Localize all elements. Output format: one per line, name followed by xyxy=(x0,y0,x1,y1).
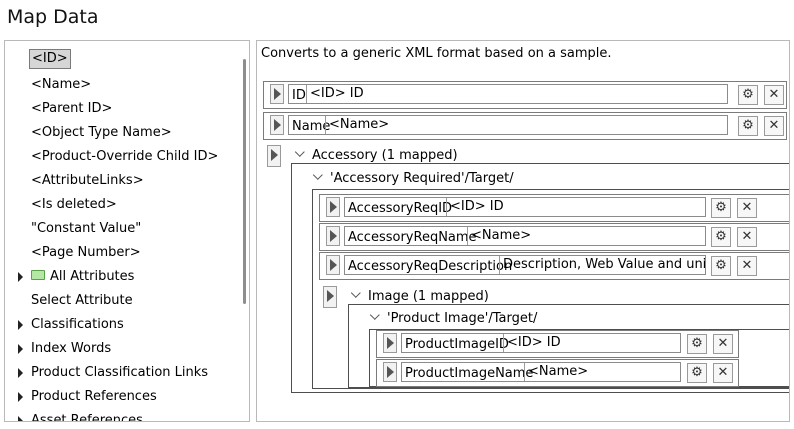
tree-item-product-references[interactable]: Product References xyxy=(31,389,157,404)
mapping-value-input[interactable]: <Name> xyxy=(467,227,705,245)
field-label: AccessoryReqDescription xyxy=(348,259,513,274)
mapping-panel: Converts to a generic XML format based o… xyxy=(256,40,790,422)
tree-item-attribute-links[interactable]: <AttributeLinks> xyxy=(31,173,144,188)
tree-item-product-classification-links[interactable]: Product Classification Links xyxy=(31,365,209,380)
mapping-value-input[interactable]: <Name> xyxy=(325,116,727,134)
map-source-icon[interactable]: ⚙ xyxy=(711,198,731,218)
chevron-down-icon[interactable] xyxy=(350,288,361,298)
map-source-icon[interactable]: ⚙ xyxy=(687,363,707,383)
mapping-row-accessory-req-id: AccessoryReqID <ID> ID ⚙ ✕ xyxy=(319,194,789,222)
mapping-row-accessory-req-name: AccessoryReqName <Name> ⚙ ✕ xyxy=(319,223,789,251)
field-label: AccessoryReqID xyxy=(348,201,453,216)
tree-item-constant-value[interactable]: "Constant Value" xyxy=(31,221,142,236)
tree-item-classifications[interactable]: Classifications xyxy=(31,317,124,332)
tree-item-product-override-child-id[interactable]: <Product-Override Child ID> xyxy=(31,149,219,164)
expand-classifications-icon[interactable] xyxy=(18,320,23,330)
remove-icon[interactable]: ✕ xyxy=(713,363,733,383)
chevron-down-icon[interactable] xyxy=(294,147,305,157)
image-group: 'Product Image'/Target/ ProductImageID <… xyxy=(348,304,789,388)
remove-icon[interactable]: ✕ xyxy=(737,256,757,276)
group-header-accessory-target[interactable]: 'Accessory Required'/Target/ xyxy=(312,170,514,188)
map-source-icon[interactable]: ⚙ xyxy=(711,227,731,247)
mapping-field: ProductImageName <Name> xyxy=(401,362,681,382)
mapping-value-input[interactable]: <ID> ID xyxy=(446,198,705,216)
chevron-down-icon[interactable] xyxy=(312,170,323,180)
tree-item-id[interactable]: <ID> xyxy=(29,49,71,69)
remove-icon[interactable]: ✕ xyxy=(713,334,733,354)
expand-product-references-icon[interactable] xyxy=(18,392,23,402)
accessory-target-group: AccessoryReqID <ID> ID ⚙ ✕ AccessoryReqN… xyxy=(312,189,789,389)
play-icon[interactable] xyxy=(383,362,397,382)
source-tree-panel[interactable]: <ID> <Name> <Parent ID> <Object Type Nam… xyxy=(4,40,250,422)
field-label: ProductImageName xyxy=(405,366,534,381)
mapping-field: ID <ID> ID xyxy=(288,84,728,104)
map-source-icon[interactable]: ⚙ xyxy=(687,334,707,354)
tree-item-asset-references[interactable]: Asset References xyxy=(31,413,143,422)
field-label: AccessoryReqName xyxy=(348,230,477,245)
tree-item-page-number[interactable]: <Page Number> xyxy=(31,245,141,260)
tree-item-object-type-name[interactable]: <Object Type Name> xyxy=(31,125,172,140)
play-icon[interactable] xyxy=(323,286,337,308)
group-title: Accessory (1 mapped) xyxy=(312,148,458,163)
remove-icon[interactable]: ✕ xyxy=(737,198,757,218)
field-label: ID xyxy=(292,88,306,103)
tree-item-parent-id[interactable]: <Parent ID> xyxy=(31,101,113,116)
mapping-row-accessory-req-description: AccessoryReqDescription Description, Web… xyxy=(319,252,789,280)
tree-item-all-attributes[interactable]: All Attributes xyxy=(50,269,135,284)
tree-scrollbar[interactable] xyxy=(243,59,246,304)
group-title: 'Accessory Required'/Target/ xyxy=(330,171,514,186)
mapping-field: Name <Name> xyxy=(288,115,728,135)
accessory-group: 'Accessory Required'/Target/ AccessoryRe… xyxy=(291,163,789,393)
remove-icon[interactable]: ✕ xyxy=(737,227,757,247)
mapping-field: AccessoryReqDescription Description, Web… xyxy=(344,255,706,275)
play-icon[interactable] xyxy=(270,115,284,135)
remove-icon[interactable]: ✕ xyxy=(764,116,784,136)
mapping-row-id: ID <ID> ID ⚙ ✕ xyxy=(263,81,787,109)
tree-item-select-attribute[interactable]: Select Attribute xyxy=(31,293,133,308)
group-header-image[interactable]: Image (1 mapped) xyxy=(350,288,489,306)
play-icon[interactable] xyxy=(326,197,340,217)
tree-item-index-words[interactable]: Index Words xyxy=(31,341,112,356)
expand-all-attributes-icon[interactable] xyxy=(18,272,23,282)
map-source-icon[interactable]: ⚙ xyxy=(738,85,758,105)
mapping-value-input[interactable]: <Name> xyxy=(524,363,680,381)
play-icon[interactable] xyxy=(267,145,281,167)
mapping-field: AccessoryReqName <Name> xyxy=(344,226,706,246)
expand-product-classification-links-icon[interactable] xyxy=(18,368,23,378)
field-label: ProductImageID xyxy=(405,337,509,352)
mapping-value-input[interactable]: Description, Web Value and unit xyxy=(499,256,705,274)
mapping-row-product-image-name: ProductImageName <Name> ⚙ ✕ xyxy=(376,359,739,387)
tree-item-is-deleted[interactable]: <Is deleted> xyxy=(31,197,117,212)
mapping-field: AccessoryReqID <ID> ID xyxy=(344,197,706,217)
play-icon[interactable] xyxy=(270,84,284,104)
map-source-icon[interactable]: ⚙ xyxy=(738,116,758,136)
chevron-down-icon[interactable] xyxy=(369,310,380,320)
group-header-image-target[interactable]: 'Product Image'/Target/ xyxy=(369,310,538,328)
mapping-row-product-image-id: ProductImageID <ID> ID ⚙ ✕ xyxy=(376,330,739,358)
field-label: Name xyxy=(292,119,331,134)
group-header-accessory[interactable]: Accessory (1 mapped) xyxy=(294,147,458,165)
expand-asset-references-icon[interactable] xyxy=(18,416,23,421)
remove-icon[interactable]: ✕ xyxy=(764,85,784,105)
mapping-value-input[interactable]: <ID> ID xyxy=(503,334,680,352)
dialog-title: Map Data xyxy=(7,6,99,28)
group-title: 'Product Image'/Target/ xyxy=(387,311,538,326)
play-icon[interactable] xyxy=(326,255,340,275)
play-icon[interactable] xyxy=(383,333,397,353)
tree-item-name[interactable]: <Name> xyxy=(31,77,92,92)
mapping-field: ProductImageID <ID> ID xyxy=(401,333,681,353)
folder-icon xyxy=(31,270,45,280)
group-title: Image (1 mapped) xyxy=(368,289,489,304)
description-text: Converts to a generic XML format based o… xyxy=(261,46,612,61)
play-icon[interactable] xyxy=(326,226,340,246)
expand-index-words-icon[interactable] xyxy=(18,344,23,354)
map-source-icon[interactable]: ⚙ xyxy=(711,256,731,276)
mapping-row-name: Name <Name> ⚙ ✕ xyxy=(263,112,787,140)
mapping-value-input[interactable]: <ID> ID xyxy=(306,85,727,103)
image-target-group: ProductImageID <ID> ID ⚙ ✕ ProductImageN… xyxy=(369,329,789,387)
